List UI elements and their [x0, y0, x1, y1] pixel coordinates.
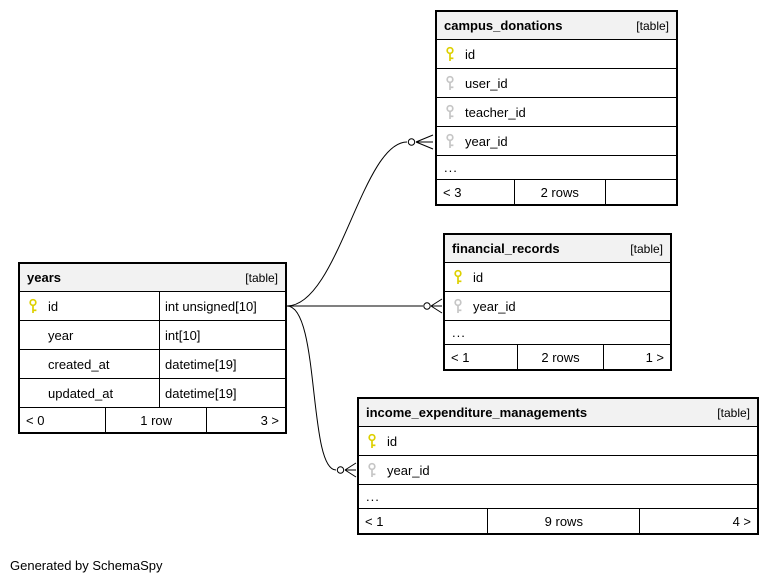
column-name: user_id — [465, 75, 508, 91]
foreign-key-icon — [359, 462, 385, 478]
column-name: id — [473, 269, 484, 285]
column-type: int unsigned[10] — [159, 292, 285, 320]
table-footer: < 3 2 rows — [437, 180, 676, 204]
footer-row-count: 9 rows — [487, 509, 641, 533]
footer-row-count: 2 rows — [513, 180, 606, 204]
column-row: created_at datetime[19] — [20, 350, 285, 379]
foreign-key-icon — [437, 75, 463, 91]
table-type-badge: [table] — [630, 241, 663, 256]
column-row: year_id — [445, 292, 670, 321]
connector-years-campus-donations — [286, 141, 408, 307]
footer-parents-count: 4 > — [732, 513, 751, 529]
column-name: id — [48, 298, 59, 314]
column-name: year_id — [465, 133, 508, 149]
ellipsis-row: ... — [445, 321, 670, 345]
footer-children-count: < 3 — [443, 184, 462, 200]
table-footer: < 0 1 row 3 > — [20, 408, 285, 432]
column-name: id — [387, 433, 398, 449]
footer-parents-count — [606, 180, 676, 204]
table-financial-records[interactable]: financial_records [table] id year_id ...… — [443, 233, 672, 371]
table-footer: < 1 2 rows 1 > — [445, 345, 670, 369]
connector-years-income-expenditure — [286, 305, 337, 471]
table-name[interactable]: financial_records — [452, 241, 560, 256]
column-row: user_id — [437, 69, 676, 98]
table-type-badge: [table] — [717, 405, 750, 420]
table-type-badge: [table] — [245, 270, 278, 285]
column-name-cell: created_at — [20, 350, 159, 378]
column-row: teacher_id — [437, 98, 676, 127]
footer-children-count: < 1 — [365, 513, 384, 529]
column-name: year_id — [387, 462, 430, 478]
zero-circle-campus-donations — [407, 138, 416, 146]
ellipsis-row: ... — [359, 485, 757, 509]
table-footer: < 1 9 rows 4 > — [359, 509, 757, 533]
footer-row-count: 1 row — [105, 408, 208, 432]
column-name: created_at — [48, 356, 110, 372]
table-name[interactable]: income_expenditure_managements — [366, 405, 588, 420]
table-income-expenditure-managements[interactable]: income_expenditure_managements [table] i… — [357, 397, 759, 535]
column-row: year_id — [437, 127, 676, 156]
column-row: year int[10] — [20, 321, 285, 350]
footer-row-count: 2 rows — [517, 345, 604, 369]
primary-key-icon — [359, 433, 385, 449]
column-name: year_id — [473, 298, 516, 314]
column-type: int[10] — [159, 321, 285, 349]
zero-circle-income-expenditure — [336, 466, 345, 474]
column-name: year — [48, 327, 74, 343]
foreign-key-icon — [445, 298, 471, 314]
table-type-badge: [table] — [636, 18, 669, 33]
column-row: id int unsigned[10] — [20, 292, 285, 321]
schemaspy-credit: Generated by SchemaSpy — [10, 558, 163, 573]
foreign-key-icon — [437, 104, 463, 120]
table-years[interactable]: years [table] id int unsigned[10] year i… — [18, 262, 287, 434]
table-name[interactable]: years — [27, 270, 61, 285]
column-name: teacher_id — [465, 104, 526, 120]
primary-key-icon — [437, 46, 463, 62]
table-name[interactable]: campus_donations — [444, 18, 563, 33]
ellipsis-row: ... — [437, 156, 676, 180]
column-type: datetime[19] — [159, 379, 285, 407]
table-header[interactable]: financial_records [table] — [445, 235, 670, 263]
zero-circle-financial-records — [423, 302, 431, 310]
table-campus-donations[interactable]: campus_donations [table] id user_id teac… — [435, 10, 678, 206]
column-name: updated_at — [48, 385, 114, 401]
column-row: id — [359, 427, 757, 456]
foreign-key-icon — [437, 133, 463, 149]
footer-children-count: < 0 — [26, 412, 45, 428]
primary-key-icon — [20, 298, 46, 314]
footer-parents-count: 3 > — [260, 412, 279, 428]
column-row: year_id — [359, 456, 757, 485]
crowfoot-financial-records — [430, 298, 443, 314]
column-name-cell: id — [20, 292, 159, 320]
column-type: datetime[19] — [159, 350, 285, 378]
table-header[interactable]: years [table] — [20, 264, 285, 292]
column-row: updated_at datetime[19] — [20, 379, 285, 408]
crowfoot-campus-donations — [415, 134, 434, 150]
footer-parents-count: 1 > — [645, 349, 665, 365]
column-row: id — [437, 40, 676, 69]
table-header[interactable]: campus_donations [table] — [437, 12, 676, 40]
column-row: id — [445, 263, 670, 292]
column-name: id — [465, 46, 476, 62]
primary-key-icon — [445, 269, 471, 285]
column-name-cell: updated_at — [20, 379, 159, 407]
column-name-cell: year — [20, 321, 159, 349]
table-header[interactable]: income_expenditure_managements [table] — [359, 399, 757, 427]
crowfoot-income-expenditure — [344, 462, 357, 478]
footer-children-count: < 1 — [451, 349, 470, 365]
